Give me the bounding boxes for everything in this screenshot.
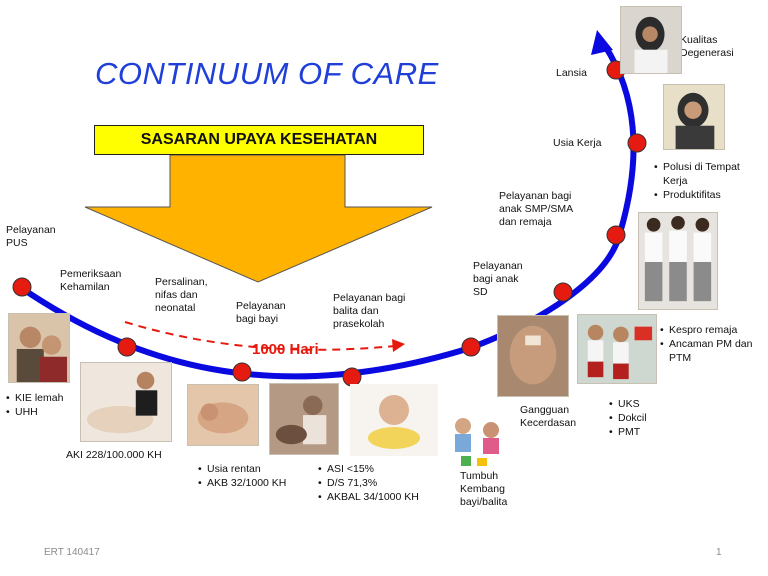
stage-label-kehamilan: Pemeriksaan Kehamilan <box>60 268 122 293</box>
photo-worker <box>663 84 725 150</box>
photo-elderly <box>620 6 682 74</box>
banner-sasaran: SASARAN UPAYA KESEHATAN <box>94 125 424 155</box>
stage-label-balita: Pelayanan bagi balita dan prasekolah <box>333 292 406 330</box>
notes-remaja: Kespro remaja Ancaman PM dan PTM <box>660 323 760 365</box>
stage-label-smp: Pelayanan bagi anak SMP/SMA dan remaja <box>499 190 574 228</box>
marker-pus <box>12 277 32 297</box>
notes-balita: ASI <15% D/S 71,3% AKBAL 34/1000 KH <box>318 462 419 504</box>
dashed-arrow-icon <box>124 321 396 351</box>
note-sd-item: UKS <box>609 397 647 411</box>
note-remaja-item: Ancaman PM dan PTM <box>660 337 760 365</box>
stage-label-pus: Pelayanan PUS <box>6 224 56 249</box>
stage-label-kualitas: Kualitas Degenerasi <box>680 34 734 59</box>
photo-baby-checkup <box>269 383 339 455</box>
photo-child-face <box>497 315 569 397</box>
note-bayi-item: AKB 32/1000 KH <box>198 476 286 490</box>
note-aki: AKI 228/100.000 KH <box>66 449 162 461</box>
photo-newborn <box>187 384 259 446</box>
marker-smp <box>606 225 626 245</box>
note-remaja-item: Kespro remaja <box>660 323 760 337</box>
note-balita-item: ASI <15% <box>318 462 419 476</box>
stage-label-bayi: Pelayanan bagi bayi <box>236 300 286 325</box>
note-kerja-item: Produktifitas <box>654 188 764 202</box>
note-pus-item: KIE lemah <box>6 391 63 405</box>
photo-pregnancy-check <box>80 362 172 442</box>
note-balita-item: AKBAL 34/1000 KH <box>318 490 419 504</box>
note-pus-item: UHH <box>6 405 63 419</box>
note-gangguan: Gangguan Kecerdasan <box>520 404 577 429</box>
marker-usia-kerja <box>627 133 647 153</box>
notes-pus: KIE lemah UHH <box>6 391 63 419</box>
notes-sd: UKS Dokcil PMT <box>609 397 647 439</box>
curved-arrow-icon <box>591 30 613 55</box>
marker-sd <box>553 282 573 302</box>
photo-teen-students <box>638 212 718 310</box>
page-number: 1 <box>716 547 722 558</box>
window-label: 1000 Hari <box>252 341 319 358</box>
note-bayi-item: Usia rentan <box>198 462 286 476</box>
photo-crawling-baby <box>350 384 438 456</box>
dashed-arrow-head <box>392 339 405 352</box>
marker-sd-start <box>461 337 481 357</box>
note-kerja-item: Polusi di Tempat Kerja <box>654 160 764 188</box>
photo-students <box>577 314 657 384</box>
note-balita-item: D/S 71,3% <box>318 476 419 490</box>
photo-toddlers-playing <box>441 404 513 470</box>
marker-bayi <box>232 362 252 382</box>
stage-label-sd: Pelayanan bagi anak SD <box>473 260 523 298</box>
stage-label-usia-kerja: Usia Kerja <box>553 137 602 149</box>
note-sd-item: PMT <box>609 425 647 439</box>
note-sd-item: Dokcil <box>609 411 647 425</box>
notes-kerja: Polusi di Tempat Kerja Produktifitas <box>654 160 764 202</box>
footer-code: ERT 140417 <box>44 547 100 558</box>
notes-bayi: Usia rentan AKB 32/1000 KH <box>198 462 286 490</box>
slide-title: CONTINUUM OF CARE <box>95 56 439 91</box>
marker-kehamilan <box>117 337 137 357</box>
stage-label-persalinan: Persalinan, nifas dan neonatal <box>155 276 208 314</box>
photo-couple <box>8 313 70 383</box>
stage-label-lansia: Lansia <box>556 67 587 79</box>
note-tumbuh: Tumbuh Kembang bayi/balita <box>460 470 508 508</box>
down-arrow-icon <box>84 154 433 283</box>
